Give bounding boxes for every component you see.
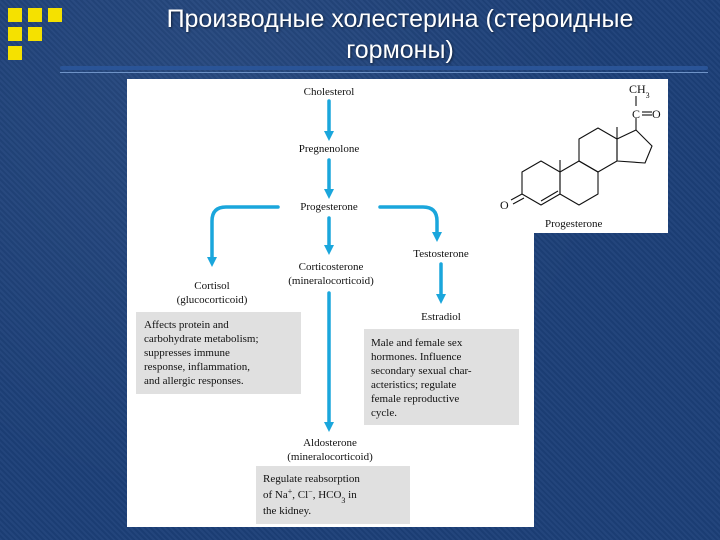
node-testosterone: Testosterone bbox=[413, 248, 469, 260]
sex-hormone-effects-line: cycle. bbox=[371, 407, 397, 419]
atom-carbonyl-o: O bbox=[652, 107, 661, 121]
title-divider-highlight bbox=[60, 72, 708, 73]
structure-figure-panel bbox=[497, 79, 668, 233]
sex-hormone-effects-line: hormones. Influence bbox=[371, 351, 462, 363]
logo-square bbox=[8, 27, 22, 41]
cortisol-effects-line: carbohydrate metabolism; bbox=[144, 333, 259, 345]
ketone-bond-second bbox=[512, 197, 525, 205]
sex-hormone-effects-line: acteristics; regulate bbox=[371, 379, 456, 391]
slide-title-line1: Производные холестерина (стероидные bbox=[166, 5, 634, 33]
logo-square bbox=[8, 8, 22, 22]
node-cholesterol: Cholesterol bbox=[304, 86, 355, 98]
cortisol-effects-line: response, inflammation, bbox=[144, 361, 250, 373]
node-corticosterone: Corticosterone bbox=[299, 261, 364, 273]
title-divider bbox=[60, 66, 708, 70]
double-bond-c4-c5 bbox=[540, 190, 559, 202]
arrow-progesterone-testosterone bbox=[378, 205, 442, 242]
ring-c bbox=[578, 127, 618, 173]
aldosterone-effects-line1: Regulate reabsorption bbox=[263, 473, 360, 485]
cortisol-effects-line: and allergic responses. bbox=[144, 375, 244, 387]
sex-hormone-effects-line: female reproductive bbox=[371, 393, 459, 405]
node-cortisol: Cortisol bbox=[194, 280, 229, 292]
cortisol-effects-box bbox=[136, 312, 301, 394]
node-aldosterone-class: (mineralocorticoid) bbox=[287, 451, 373, 463]
node-estradiol: Estradiol bbox=[421, 311, 461, 323]
aldosterone-effects-box bbox=[256, 466, 410, 524]
arrow-progesterone-cortisol bbox=[207, 205, 280, 267]
logo-squares bbox=[8, 8, 70, 68]
slide-title-line2: гормоны) bbox=[346, 36, 454, 64]
node-cortisol-class: (glucocorticoid) bbox=[177, 294, 248, 306]
slide-title: Производные холестерина (стероидные горм… bbox=[95, 4, 705, 66]
cortisol-effects-line: suppresses immune bbox=[144, 347, 230, 359]
ring-d bbox=[616, 129, 653, 164]
atom-ketone-o: O bbox=[500, 198, 509, 212]
ring-a bbox=[521, 160, 561, 206]
progesterone-structure bbox=[510, 96, 653, 206]
sex-hormone-effects-box bbox=[364, 329, 519, 425]
node-corticosterone-class: (mineralocorticoid) bbox=[288, 275, 374, 287]
atom-carbonyl-c: C bbox=[632, 107, 640, 121]
ketone-bond bbox=[510, 193, 523, 201]
logo-square bbox=[28, 27, 42, 41]
sex-hormone-effects-line: Male and female sex bbox=[371, 337, 463, 349]
atom-ch3: CH3 bbox=[629, 82, 650, 100]
cortisol-effects-line: Affects protein and bbox=[144, 319, 229, 331]
aldosterone-effects-line2: of Na+, Cl−, HCO3 in bbox=[263, 487, 357, 505]
node-pregnenolone: Pregnenolone bbox=[299, 143, 360, 155]
logo-square bbox=[8, 46, 22, 60]
ring-b bbox=[559, 160, 599, 206]
node-aldosterone: Aldosterone bbox=[303, 437, 357, 449]
node-progesterone: Progesterone bbox=[300, 201, 358, 213]
sex-hormone-effects-line: secondary sexual char- bbox=[371, 365, 472, 377]
logo-square bbox=[48, 8, 62, 22]
aldosterone-effects-line3: the kidney. bbox=[263, 505, 311, 517]
structure-caption: Progesterone bbox=[545, 218, 603, 230]
logo-square bbox=[28, 8, 42, 22]
